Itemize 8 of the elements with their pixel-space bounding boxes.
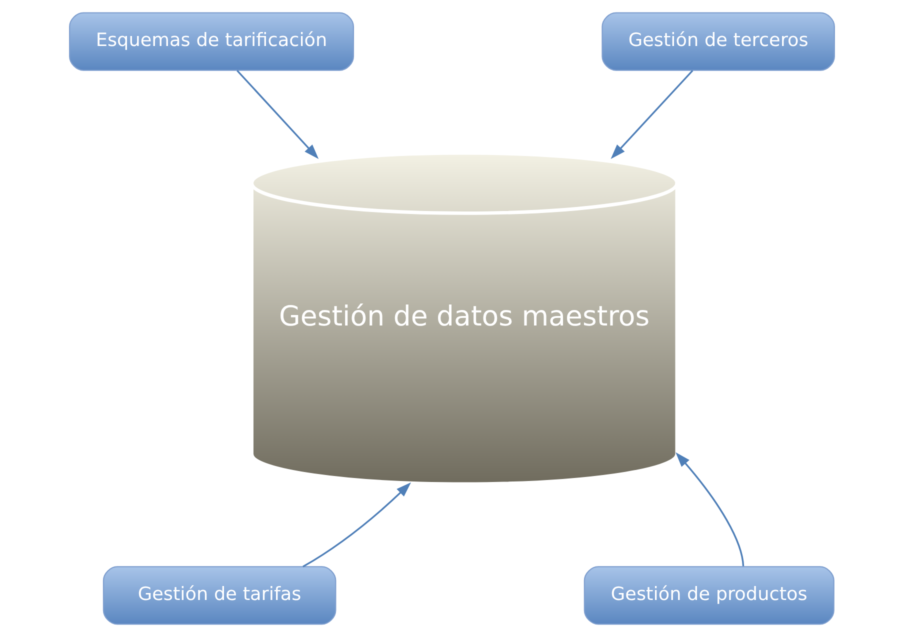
arrow <box>236 70 319 160</box>
arrow <box>302 482 412 568</box>
node-box: Gestión de tarifas <box>102 566 336 625</box>
arrow <box>610 70 694 160</box>
arrow <box>676 452 744 566</box>
node-box: Esquemas de tarificación <box>69 12 354 71</box>
node-box: Gestión de terceros <box>602 12 835 71</box>
node-box: Gestión de productos <box>584 566 834 625</box>
